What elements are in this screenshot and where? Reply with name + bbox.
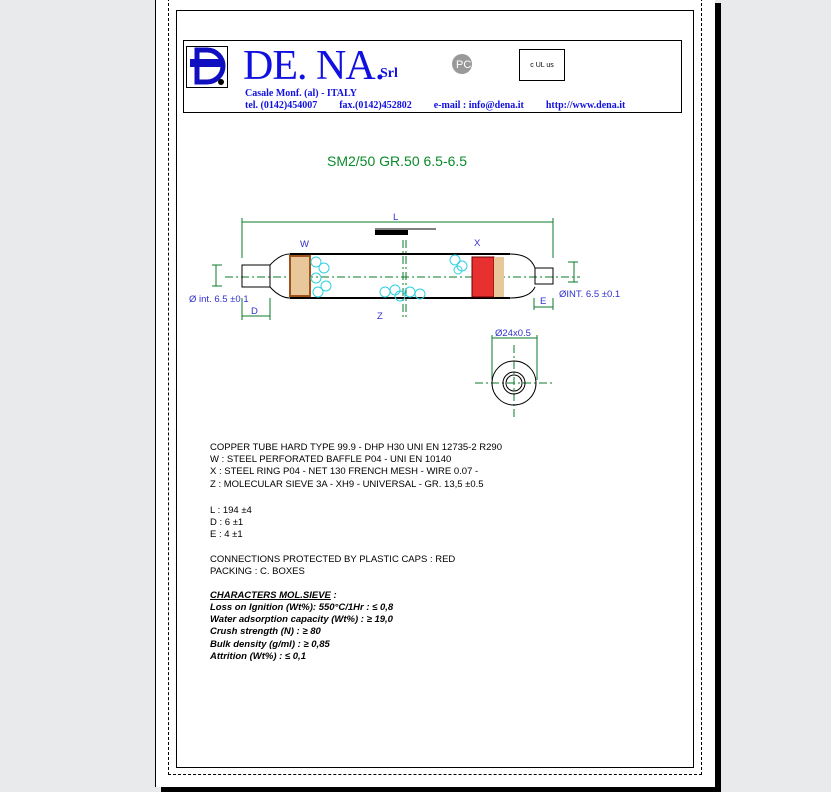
label-E: E: [540, 296, 546, 307]
header-box: [183, 40, 682, 113]
baffle-right: [494, 257, 504, 297]
label-W: W: [300, 239, 309, 250]
baffle-w: [289, 255, 311, 297]
dena-logo-icon: [186, 46, 228, 88]
spec-line: X : STEEL RING P04 - NET 130 FRENCH MESH…: [210, 466, 479, 477]
document-page: [155, 0, 715, 787]
sieve-item: Attrition (Wt%) : ≤ 0,1: [210, 651, 306, 662]
label-L: L: [393, 212, 398, 223]
outer-diameter: Ø24x0.5: [495, 328, 531, 339]
note-line: CONNECTIONS PROTECTED BY PLASTIC CAPS : …: [210, 554, 456, 565]
note-line: PACKING : C. BOXES: [210, 566, 305, 577]
dim-line: L : 194 ±4: [210, 505, 252, 516]
sieve-beads: [310, 254, 468, 302]
brand-suffix: Srl: [380, 66, 398, 81]
contacts: tel. (0142)454007 fax.(0142)452802 e-mail …: [245, 100, 647, 111]
label-X: X: [474, 238, 481, 249]
sieve-item: Water adsorption capacity (Wt%) : ≥ 19,0: [210, 614, 393, 625]
sieve-item: Loss on Ignition (Wt%): 550°C/1Hr : ≤ 0,…: [210, 602, 394, 613]
website-link[interactable]: http://www.dena.it: [545, 100, 626, 111]
arrow-flow-icon: [375, 228, 436, 235]
dim-line: D : 6 ±1: [210, 517, 244, 528]
dimension-lines: [212, 218, 580, 420]
drawing-frame: [176, 10, 694, 768]
left-diameter: Ø int. 6.5 ±0.1: [189, 294, 249, 305]
dashed-frame: [168, 0, 702, 775]
mesh-ring-x: [471, 256, 495, 298]
sieve-item: Crush strength (N) : ≥ 80: [210, 626, 321, 637]
right-diameter: ØINT. 6.5 ±0.1: [559, 289, 620, 300]
label-D: D: [251, 306, 258, 317]
brand-name: DE. NA.: [243, 43, 385, 89]
filter-body: [241, 253, 554, 406]
sieve-item: Bulk density (g/ml) : ≥ 0,85: [210, 639, 330, 650]
product-title: SM2/50 GR.50 6.5-6.5: [327, 153, 468, 169]
email: e-mail : info@dena.it: [433, 100, 524, 111]
ul-cert-icon: c UL us: [519, 49, 565, 81]
label-Z: Z: [377, 311, 383, 322]
dim-line: E : 4 ±1: [210, 529, 243, 540]
sieve-heading: CHARACTERS MOL.SIEVE :: [210, 590, 337, 601]
fax: fax.(0142)452802: [339, 100, 412, 111]
pc-cert-text: PC: [456, 59, 471, 71]
pc-cert-icon: PC: [451, 53, 477, 75]
spec-line: W : STEEL PERFORATED BAFFLE P04 - UNI EN…: [210, 454, 452, 465]
tel: tel. (0142)454007: [245, 100, 318, 111]
spec-line: COPPER TUBE HARD TYPE 99.9 - DHP H30 UNI…: [210, 442, 502, 453]
spec-line: Z : MOLECULAR SIEVE 3A - XH9 - UNIVERSAL…: [210, 479, 484, 490]
address: Casale Monf. (al) - ITALY: [245, 88, 357, 99]
